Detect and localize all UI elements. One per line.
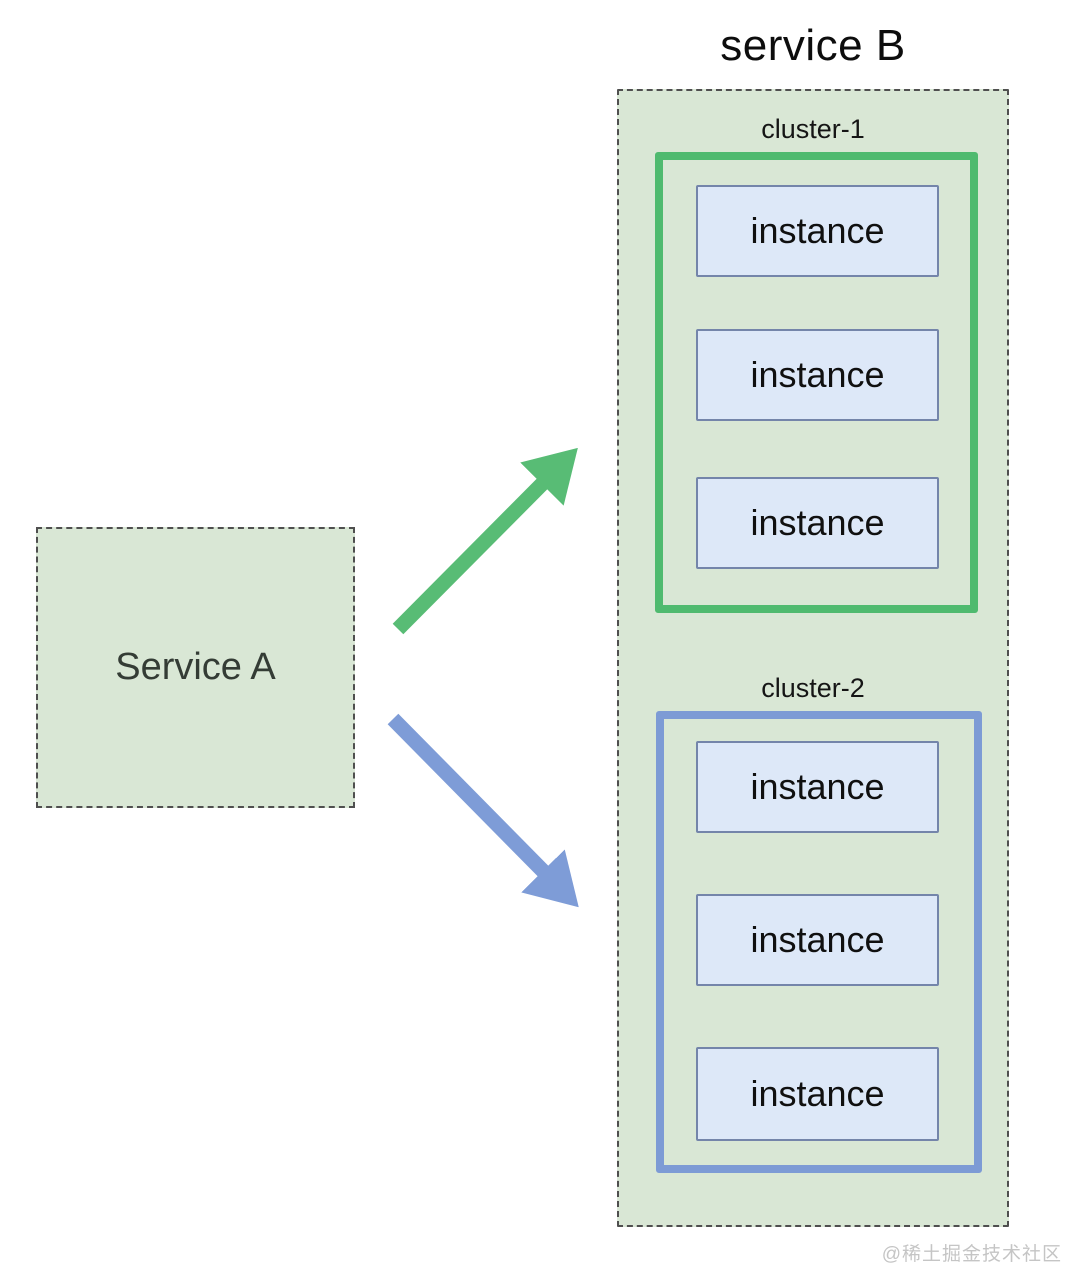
arrow-service-a-to-cluster-1: [392, 447, 578, 635]
watermark: @稀土掘金技术社区: [881, 1244, 1062, 1265]
cluster-1-label: cluster-1: [761, 114, 865, 144]
cluster-1-instance-1: instance: [696, 185, 939, 277]
cluster-2-instance-1: instance: [696, 741, 939, 833]
cluster-2-instance-3: instance: [696, 1047, 939, 1141]
cluster-1-instance-2: instance: [696, 329, 939, 421]
cluster-2-box: [656, 711, 982, 1173]
cluster-1-instance-3: instance: [696, 477, 939, 569]
cluster-2-instance-2: instance: [696, 894, 939, 986]
service-a-label: Service A: [115, 646, 276, 688]
cluster-2-label: cluster-2: [761, 673, 865, 703]
service-b-container: [617, 89, 1009, 1227]
service-a-box: Service A: [36, 527, 355, 808]
cluster-1-box: [655, 152, 978, 613]
service-b-title: service B: [720, 21, 906, 70]
arrow-service-a-to-cluster-2: [387, 713, 579, 908]
